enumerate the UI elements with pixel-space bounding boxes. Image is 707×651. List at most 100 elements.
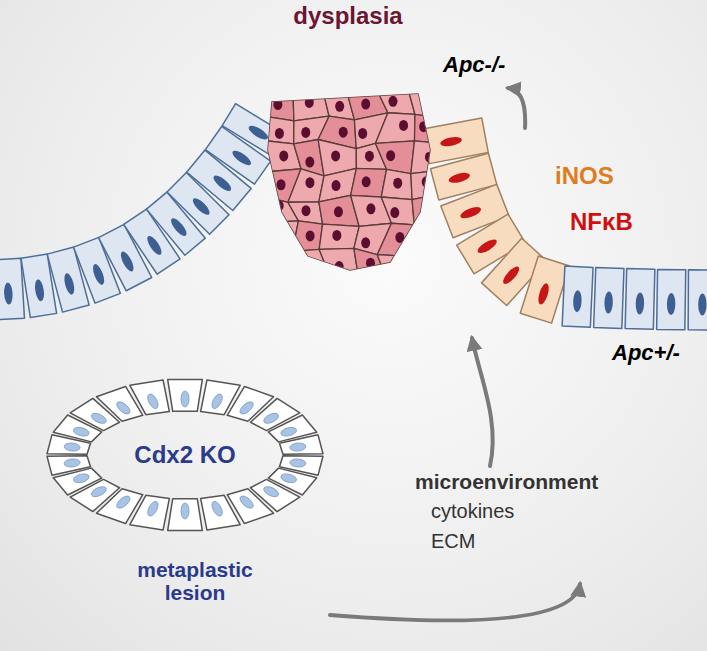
nucleus bbox=[667, 293, 676, 315]
cell bbox=[323, 90, 355, 120]
nucleus bbox=[635, 292, 644, 314]
cell bbox=[562, 266, 593, 327]
nucleus bbox=[115, 400, 132, 416]
cell bbox=[47, 456, 90, 475]
cell bbox=[594, 268, 624, 329]
nucleus bbox=[181, 503, 189, 519]
nucleus bbox=[290, 458, 307, 467]
nucleus bbox=[247, 123, 270, 142]
diagram-node: microenvironment cytokinesECM bbox=[415, 470, 615, 580]
genotype-label: Apc-/- bbox=[443, 52, 505, 78]
body-text: ECM bbox=[431, 530, 475, 553]
nucleus bbox=[362, 176, 371, 187]
cell bbox=[375, 113, 415, 144]
body-text: cytokines bbox=[431, 500, 514, 523]
nucleus bbox=[388, 96, 397, 107]
arrow-connector bbox=[472, 338, 493, 466]
nucleus bbox=[335, 101, 344, 112]
cell bbox=[377, 223, 414, 256]
cell bbox=[413, 224, 444, 256]
cell bbox=[264, 221, 298, 255]
nucleus bbox=[262, 485, 280, 499]
nucleus bbox=[366, 258, 375, 269]
nucleus bbox=[307, 259, 316, 270]
nucleus bbox=[386, 264, 395, 275]
nucleus bbox=[332, 180, 341, 191]
nucleus bbox=[339, 127, 348, 138]
cell bbox=[351, 168, 387, 197]
nucleus bbox=[169, 216, 190, 238]
nucleus bbox=[290, 442, 307, 451]
nucleus bbox=[230, 148, 253, 168]
nucleus bbox=[420, 234, 429, 245]
cell bbox=[264, 117, 294, 144]
cell bbox=[688, 270, 707, 330]
nucleus bbox=[305, 97, 314, 108]
nucleus bbox=[440, 135, 463, 147]
cell bbox=[319, 224, 359, 249]
blue-epithelium-left bbox=[0, 104, 287, 320]
cell bbox=[354, 248, 387, 279]
marker-label: iNOS bbox=[555, 162, 614, 190]
nucleus bbox=[422, 99, 431, 110]
nucleus bbox=[536, 282, 551, 306]
nucleus bbox=[73, 426, 90, 438]
nucleus bbox=[276, 234, 285, 245]
nucleus bbox=[423, 208, 432, 219]
heading: microenvironment bbox=[415, 470, 598, 494]
cell bbox=[381, 197, 414, 225]
cell bbox=[201, 495, 241, 530]
cell bbox=[288, 169, 324, 202]
arrow-connector bbox=[508, 88, 525, 128]
ko-label: Cdx2 KO bbox=[45, 441, 325, 469]
nucleus bbox=[277, 179, 286, 190]
nucleus bbox=[365, 151, 374, 162]
nucleus bbox=[145, 234, 164, 257]
nucleus bbox=[501, 264, 522, 286]
cell bbox=[168, 499, 203, 531]
nucleus bbox=[476, 237, 499, 256]
cell bbox=[411, 141, 444, 174]
nucleus bbox=[335, 261, 344, 272]
cell bbox=[319, 248, 359, 279]
nucleus bbox=[238, 494, 255, 510]
nucleus bbox=[4, 282, 14, 304]
nucleus bbox=[573, 290, 582, 312]
cell bbox=[130, 380, 170, 415]
nucleus bbox=[361, 99, 370, 110]
nucleus bbox=[146, 500, 161, 518]
nucleus bbox=[361, 237, 370, 248]
orange-epithelium bbox=[423, 118, 570, 323]
cell bbox=[264, 251, 303, 279]
cell bbox=[377, 90, 415, 114]
heading: dysplasia bbox=[268, 2, 428, 30]
cell bbox=[657, 269, 686, 329]
nucleus bbox=[275, 200, 284, 211]
nucleus bbox=[604, 291, 613, 313]
diagram-node: dysplasiaApc-/- bbox=[268, 0, 505, 275]
nucleus bbox=[64, 458, 81, 467]
nucleus bbox=[210, 500, 225, 518]
nucleus bbox=[390, 207, 399, 218]
nucleus bbox=[210, 392, 225, 410]
nucleus bbox=[305, 177, 314, 188]
nucleus bbox=[262, 411, 280, 425]
nucleus bbox=[306, 230, 315, 241]
cell bbox=[264, 90, 294, 121]
cell bbox=[381, 169, 412, 199]
nucleus bbox=[358, 128, 367, 139]
nucleus bbox=[34, 279, 46, 302]
nucleus bbox=[275, 128, 284, 139]
nucleus bbox=[393, 178, 402, 189]
arrow-connector bbox=[330, 584, 580, 620]
nucleus bbox=[90, 411, 108, 425]
nucleus bbox=[386, 150, 395, 161]
nucleus bbox=[190, 196, 212, 217]
cell bbox=[411, 170, 444, 200]
nucleus bbox=[64, 442, 81, 451]
nucleus bbox=[91, 263, 107, 287]
nucleus bbox=[115, 494, 132, 510]
nucleus bbox=[459, 205, 483, 221]
nucleus bbox=[399, 120, 408, 131]
